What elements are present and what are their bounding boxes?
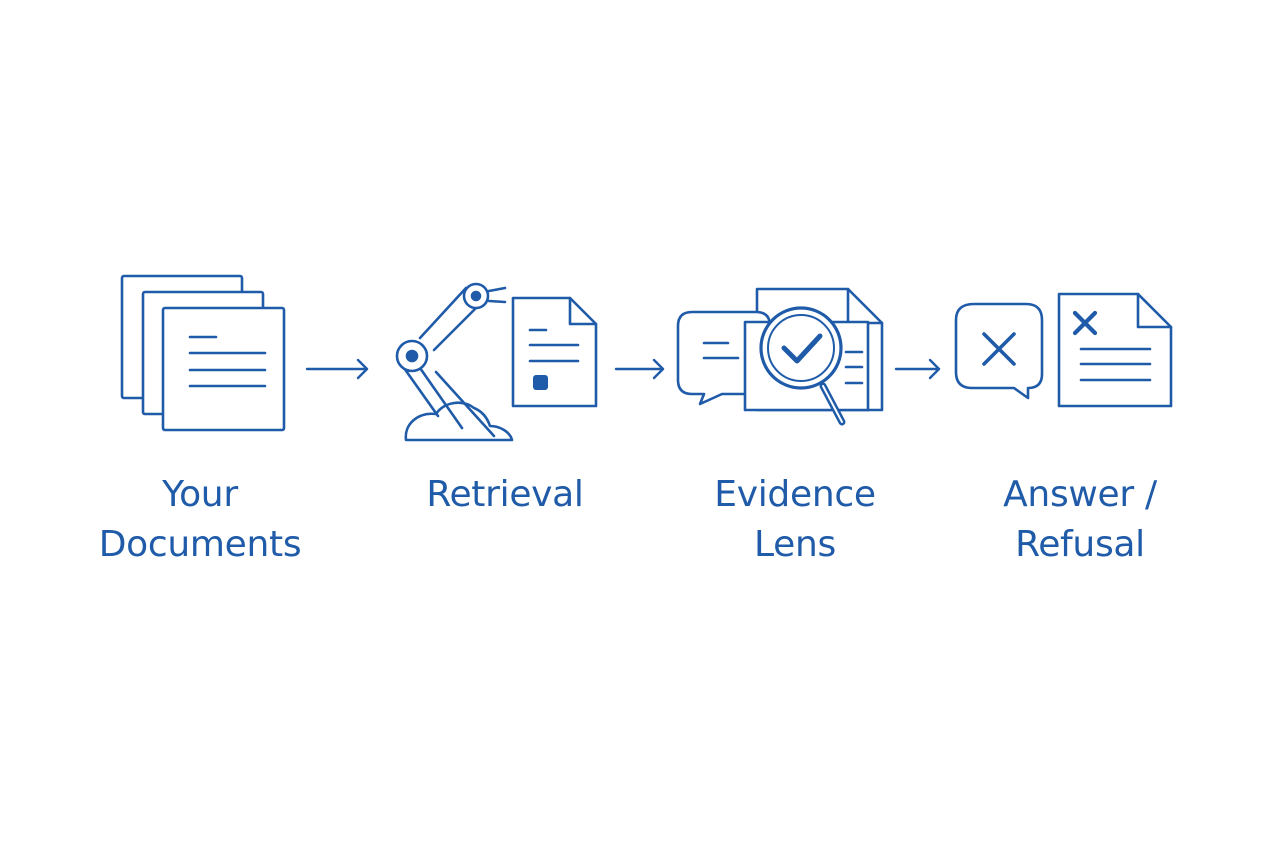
magnifier-check-documents-icon: [676, 287, 884, 426]
stage-label-line: Lens: [754, 524, 836, 565]
stage-label-line: Your: [162, 474, 238, 515]
arrow-right-icon: [894, 358, 941, 380]
stage-label-line: Retrieval: [426, 474, 584, 515]
stage-label-answer-refusal: Answer / Refusal: [960, 470, 1200, 570]
stage-label-retrieval: Retrieval: [385, 470, 625, 520]
stage-label-evidence-lens: Evidence Lens: [675, 470, 915, 570]
stage-label-line: Documents: [98, 524, 302, 565]
arrow-right-icon: [614, 358, 665, 380]
stage-label-line: Answer /: [1003, 474, 1157, 515]
robot-arm-document-icon: [395, 282, 598, 442]
arrow-right-icon: [305, 358, 369, 380]
refusal-chat-document-icon: [954, 292, 1173, 408]
document-stack-icon: [120, 274, 286, 432]
stage-label-your-documents: Your Documents: [80, 470, 320, 570]
stage-label-line: Refusal: [1015, 524, 1145, 565]
stage-label-line: Evidence: [714, 474, 876, 515]
